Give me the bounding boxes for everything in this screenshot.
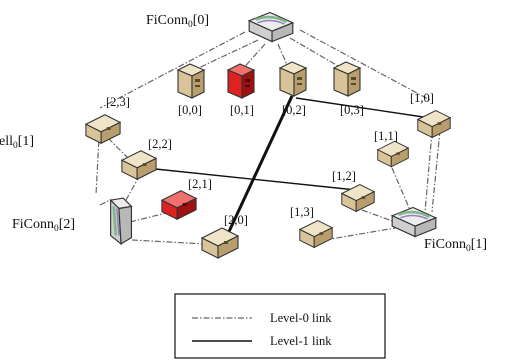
server-label: [1,2] (332, 169, 356, 183)
ficonn-2-switch (109, 196, 133, 246)
level-0-link (99, 199, 111, 206)
level-0-link (431, 129, 441, 213)
legend-level-0-label: Level-0 link (270, 311, 332, 325)
server-label: [0,2] (282, 103, 306, 117)
level-1-link (224, 95, 294, 239)
level-0-link (424, 131, 433, 213)
level-0-link (131, 239, 207, 245)
level-0-link (99, 31, 246, 109)
legend-level-1-label: Level-1 link (270, 334, 332, 348)
server-label: [0,3] (340, 103, 364, 117)
ficonn-2-label: FiConn0[2] (12, 217, 75, 234)
server-label: [2,0] (224, 213, 248, 227)
server-label: [2,2] (148, 137, 172, 151)
level-0-link (129, 211, 171, 223)
server-1-3 (299, 219, 333, 249)
server-label: [1,1] (374, 129, 398, 143)
server-0-1 (227, 63, 255, 99)
level-0-link (391, 167, 411, 211)
level-1-links (145, 95, 431, 239)
server-2-0 (201, 227, 239, 259)
ficonn-0-label: FiConn0[0] (146, 13, 209, 30)
server-label: [2,3] (106, 95, 130, 109)
level-1-link (295, 97, 431, 119)
level-0-link (299, 29, 431, 101)
legend: Level-0 link Level-1 link (174, 293, 386, 359)
server-0-0 (177, 63, 205, 99)
server-0-2 (279, 61, 307, 97)
level-0-link (361, 209, 396, 223)
server-0-3 (333, 61, 361, 97)
server-label: [2,1] (188, 177, 212, 191)
level-0-link (289, 37, 346, 71)
ficonn-0-switch (247, 11, 295, 43)
server-label: [0,1] (230, 103, 254, 117)
server-2-2 (121, 150, 157, 180)
level-0-link (99, 129, 131, 161)
level-0-link (324, 227, 396, 241)
server-2-1 (161, 190, 197, 220)
server-label: [1,0] (410, 91, 434, 105)
server-1-1 (377, 140, 409, 168)
server-label: [1,3] (290, 205, 314, 219)
server-label: [0,0] (178, 103, 202, 117)
server-1-0 (417, 109, 451, 139)
level-1-link (145, 167, 357, 191)
ficonn-1-switch (390, 206, 438, 238)
level-0-link (189, 39, 259, 73)
server-2-3 (85, 114, 121, 144)
legend-box (174, 293, 386, 359)
cell-label: ell0[1] (0, 134, 34, 151)
ficonn-1-label: FiConn0[1] (424, 237, 487, 254)
